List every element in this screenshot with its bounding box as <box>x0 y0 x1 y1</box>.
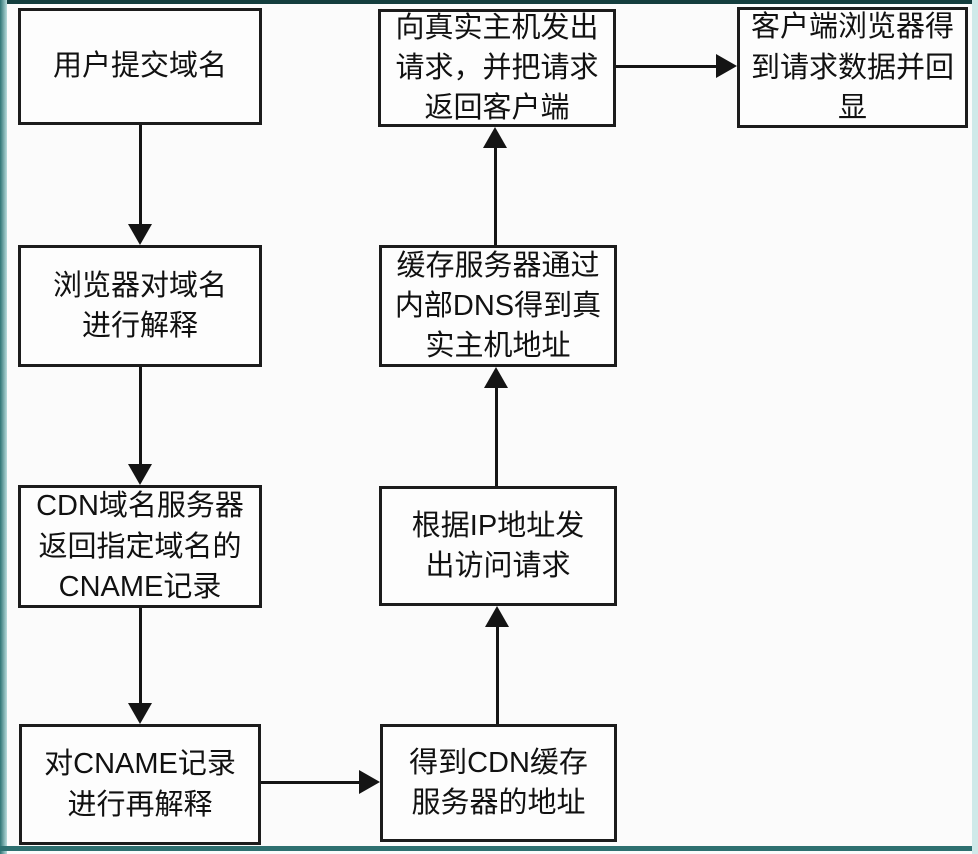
arrow-down-icon <box>128 224 152 245</box>
node-cdn-dns-returns-cname: CDN域名服务器 返回指定域名的 CNAME记录 <box>18 485 262 608</box>
arrow-shaft <box>616 64 716 68</box>
arrow-cachedns-to-realhost <box>482 127 508 245</box>
frame-left-border <box>0 0 7 854</box>
node-user-submits-domain: 用户提交域名 <box>18 8 262 125</box>
node-resolve-cname-again: 对CNAME记录 进行再解释 <box>19 724 261 845</box>
frame-bottom-border <box>0 846 978 851</box>
node-get-cdn-cache-address: 得到CDN缓存 服务器的地址 <box>380 724 617 842</box>
arrow-down-icon <box>128 703 152 724</box>
node-browser-resolves-domain: 浏览器对域名 进行解释 <box>18 245 262 367</box>
arrow-down-icon <box>128 464 152 485</box>
arrow-up-icon <box>483 127 507 148</box>
arrow-right-icon <box>359 770 380 794</box>
node-text: 对CNAME记录 进行再解释 <box>44 748 236 821</box>
node-text: 缓存服务器通过 内部DNS得到真 实主机地址 <box>394 249 602 363</box>
node-client-browser-display: 客户端浏览器得 到请求数据并回 显 <box>737 7 968 128</box>
arrow-realhost-to-client <box>616 53 737 79</box>
node-text: 根据IP地址发 出访问请求 <box>411 509 585 582</box>
arrow-up-icon <box>484 367 508 388</box>
arrow-shaft <box>138 125 142 224</box>
node-cache-server-internal-dns: 缓存服务器通过 内部DNS得到真 实主机地址 <box>379 245 617 367</box>
arrow-iprequest-to-cachedns <box>483 367 509 486</box>
arrow-cdndns-to-recname <box>127 608 153 724</box>
frame-top-border <box>0 0 978 4</box>
node-text: 向真实主机发出 请求，并把请求 返回客户端 <box>395 11 599 125</box>
arrow-up-icon <box>485 606 509 627</box>
arrow-recname-to-cacheaddr <box>261 769 380 795</box>
arrow-shaft <box>261 780 359 784</box>
arrow-shaft <box>138 608 142 703</box>
node-text: 用户提交域名 <box>52 50 227 83</box>
arrow-right-icon <box>716 54 737 78</box>
arrow-shaft <box>494 388 498 486</box>
arrow-submit-to-browser <box>127 125 153 245</box>
node-text: 浏览器对域名 进行解释 <box>52 269 227 342</box>
node-text: 得到CDN缓存 服务器的地址 <box>409 746 588 819</box>
arrow-shaft <box>495 627 499 724</box>
node-request-real-host: 向真实主机发出 请求，并把请求 返回客户端 <box>378 9 616 127</box>
node-text: CDN域名服务器 返回指定域名的 CNAME记录 <box>36 490 244 603</box>
node-text: 客户端浏览器得 到请求数据并回 显 <box>750 11 954 124</box>
frame-right-border <box>972 0 978 854</box>
node-send-request-by-ip: 根据IP地址发 出访问请求 <box>379 486 617 606</box>
arrow-browser-to-cdndns <box>127 367 153 485</box>
arrow-shaft <box>493 148 497 245</box>
arrow-cacheaddr-to-iprequest <box>484 606 510 724</box>
arrow-shaft <box>138 367 142 464</box>
